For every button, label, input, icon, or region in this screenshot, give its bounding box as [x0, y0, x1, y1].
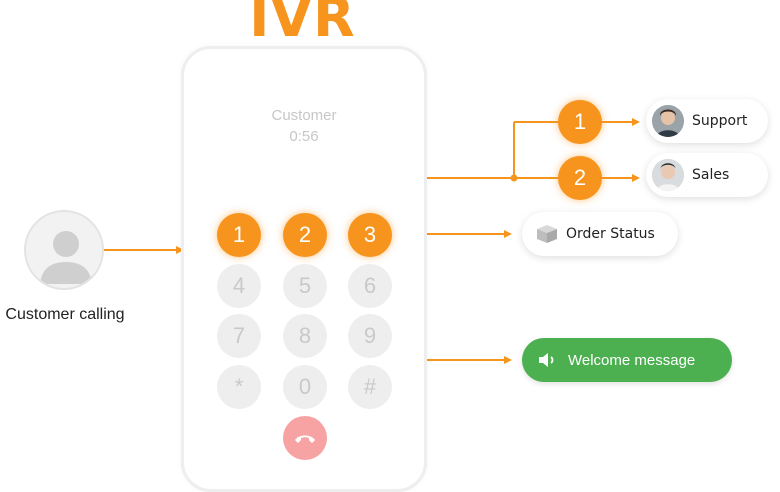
dialpad-key-2[interactable]: 2	[283, 213, 327, 257]
arrowhead	[504, 230, 512, 238]
dialpad-key-7[interactable]: 7	[217, 314, 261, 358]
caller-avatar	[24, 210, 104, 290]
arrowhead	[632, 174, 640, 182]
dialpad-key-hash[interactable]: #	[348, 365, 392, 409]
box-icon	[536, 224, 558, 244]
welcome-message-label: Welcome message	[568, 351, 696, 369]
page-title: IVR	[249, 0, 356, 49]
person-icon	[40, 231, 92, 284]
support-agent-avatar	[652, 105, 684, 137]
phone-screen: Customer 0:56 1 2 3 4 5 6 7 8 9 * 0 #	[181, 46, 427, 492]
dialpad-key-4[interactable]: 4	[217, 264, 261, 308]
submenu-option-1: 1	[558, 100, 602, 144]
submenu-option-2: 2	[558, 156, 602, 200]
sales-label: Sales	[692, 167, 730, 183]
hangup-button[interactable]	[283, 416, 327, 460]
dialpad-key-star[interactable]: *	[217, 365, 261, 409]
dialpad-key-6[interactable]: 6	[348, 264, 392, 308]
order-status-destination: Order Status	[522, 212, 678, 256]
dialpad-key-1[interactable]: 1	[217, 213, 261, 257]
caller-name: Customer	[271, 107, 337, 124]
phone-hangup-icon	[295, 435, 315, 443]
caller-label: Customer calling	[5, 306, 125, 323]
sales-destination: Sales	[646, 153, 768, 197]
sales-agent-avatar	[652, 159, 684, 191]
support-label: Support	[692, 113, 748, 129]
junction-dot	[510, 174, 518, 182]
dialpad-key-0[interactable]: 0	[283, 365, 327, 409]
support-destination: Support	[646, 99, 768, 143]
order-status-label: Order Status	[566, 226, 655, 242]
dialpad-key-9[interactable]: 9	[348, 314, 392, 358]
arrowhead	[504, 356, 512, 364]
dialpad-key-8[interactable]: 8	[283, 314, 327, 358]
call-timer: 0:56	[289, 128, 319, 145]
dialpad-key-5[interactable]: 5	[283, 264, 327, 308]
speaker-icon	[538, 352, 558, 368]
welcome-message-destination: Welcome message	[522, 338, 732, 382]
arrowhead	[632, 118, 640, 126]
dialpad-key-3[interactable]: 3	[348, 213, 392, 257]
arrowhead	[176, 246, 184, 254]
